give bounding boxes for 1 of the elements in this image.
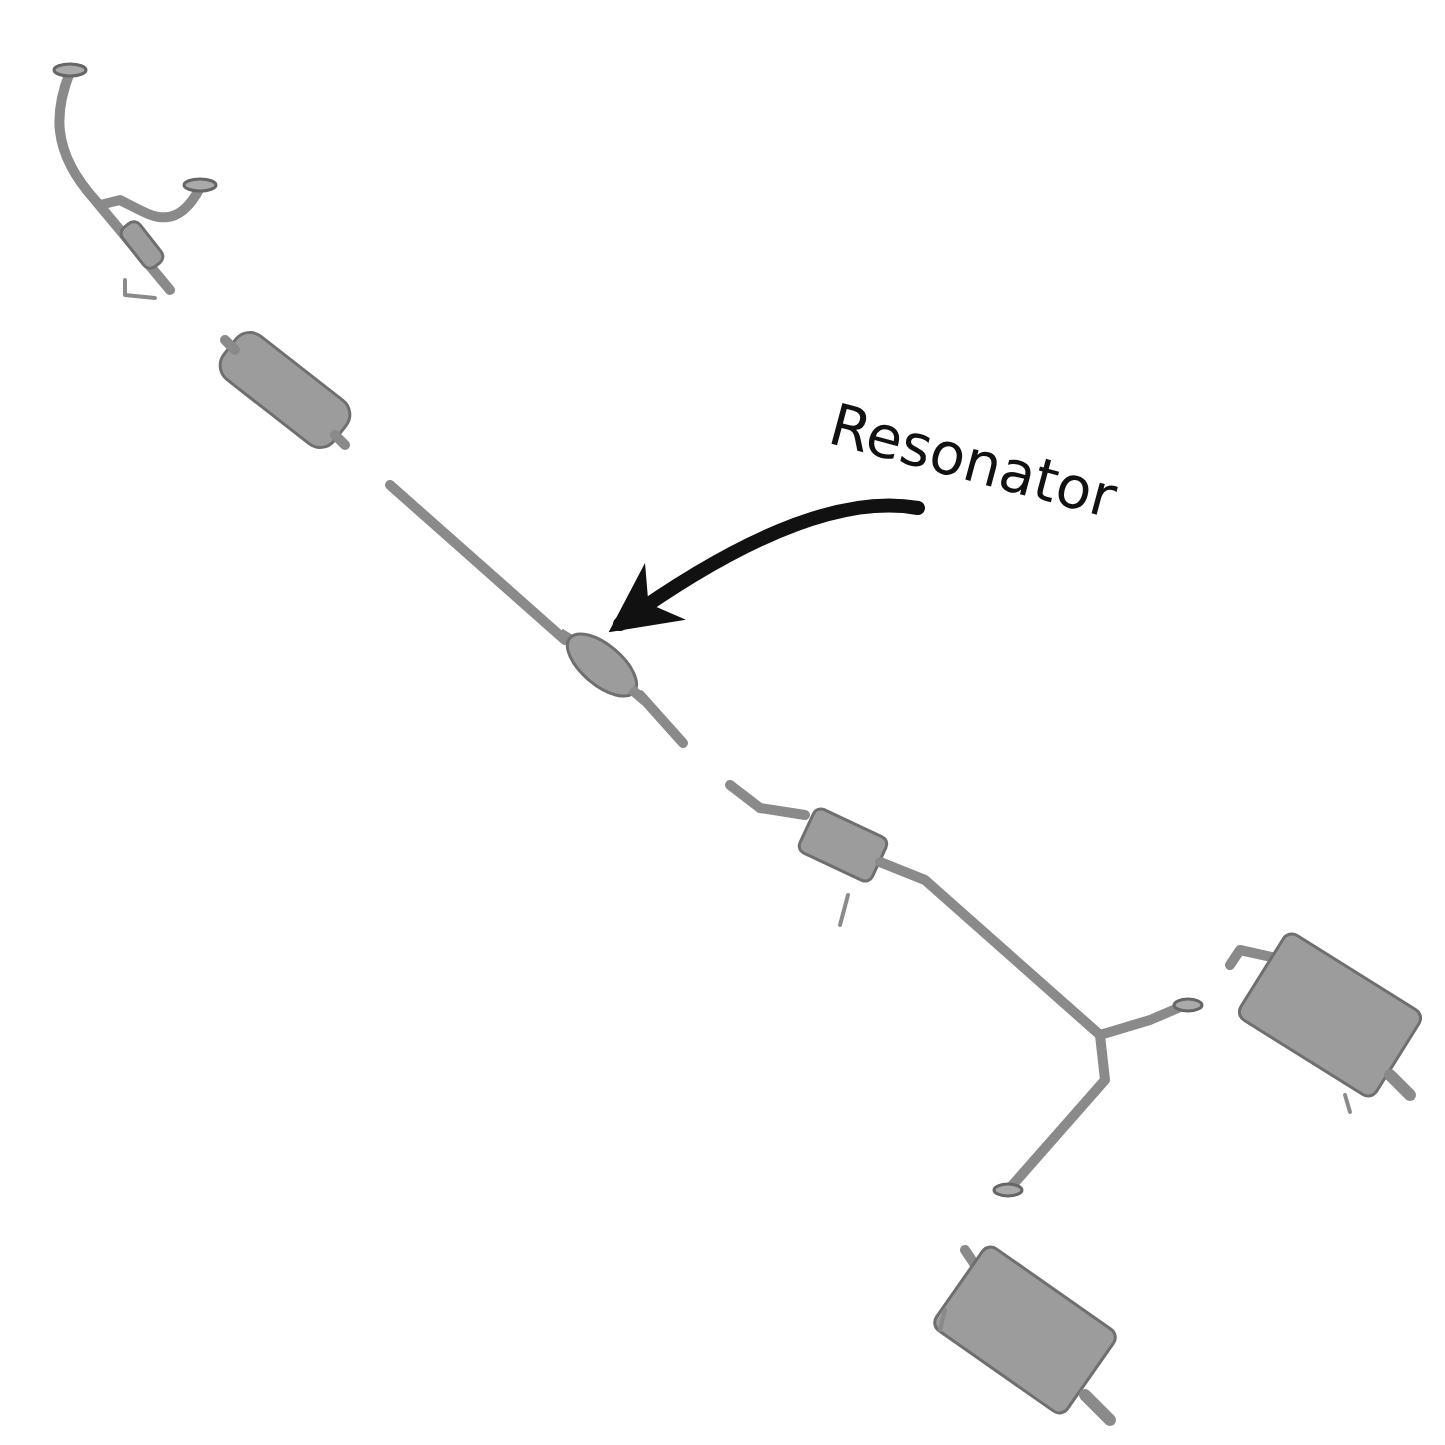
arrow <box>608 498 925 632</box>
